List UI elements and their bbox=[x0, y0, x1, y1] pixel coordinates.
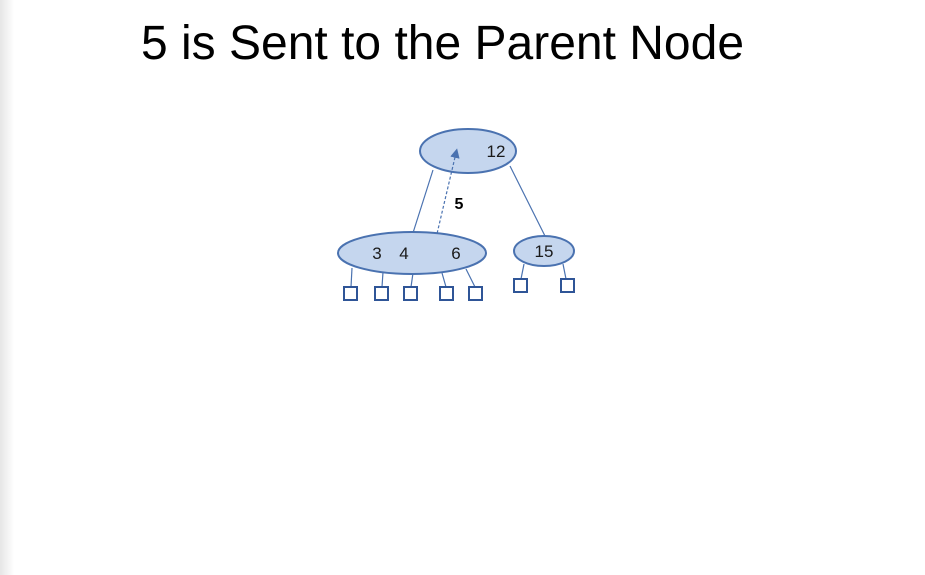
leaf-node bbox=[560, 278, 575, 293]
leaf-edge bbox=[562, 263, 567, 280]
leaf-edge bbox=[520, 263, 525, 280]
left-child-node: 3 4 6 bbox=[337, 231, 487, 275]
edge-root-right bbox=[509, 165, 546, 237]
slide-title: 5 is Sent to the Parent Node bbox=[140, 17, 745, 70]
left-key-3: 6 bbox=[451, 244, 460, 263]
left-key-2: 4 bbox=[399, 244, 408, 263]
leaf-edge bbox=[465, 268, 476, 288]
leaf-node bbox=[468, 286, 483, 301]
leaf-node bbox=[374, 286, 389, 301]
leaf-edge bbox=[350, 267, 353, 288]
leaf-edge bbox=[410, 272, 414, 288]
promotion-arrow bbox=[435, 148, 460, 239]
leaf-edge bbox=[381, 271, 384, 288]
leaf-node bbox=[403, 286, 418, 301]
slide-edge-shadow bbox=[0, 0, 14, 575]
right-key-1: 15 bbox=[535, 242, 554, 261]
root-key: 12 bbox=[487, 142, 506, 161]
promoted-key-label: 5 bbox=[455, 196, 464, 213]
edge-root-left bbox=[411, 169, 434, 237]
root-node: 12 bbox=[419, 128, 517, 174]
leaf-node bbox=[513, 278, 528, 293]
leaf-node bbox=[343, 286, 358, 301]
left-key-1: 3 bbox=[372, 244, 381, 263]
leaf-node bbox=[439, 286, 454, 301]
right-child-node: 15 bbox=[513, 235, 575, 267]
leaf-edge bbox=[441, 272, 447, 288]
